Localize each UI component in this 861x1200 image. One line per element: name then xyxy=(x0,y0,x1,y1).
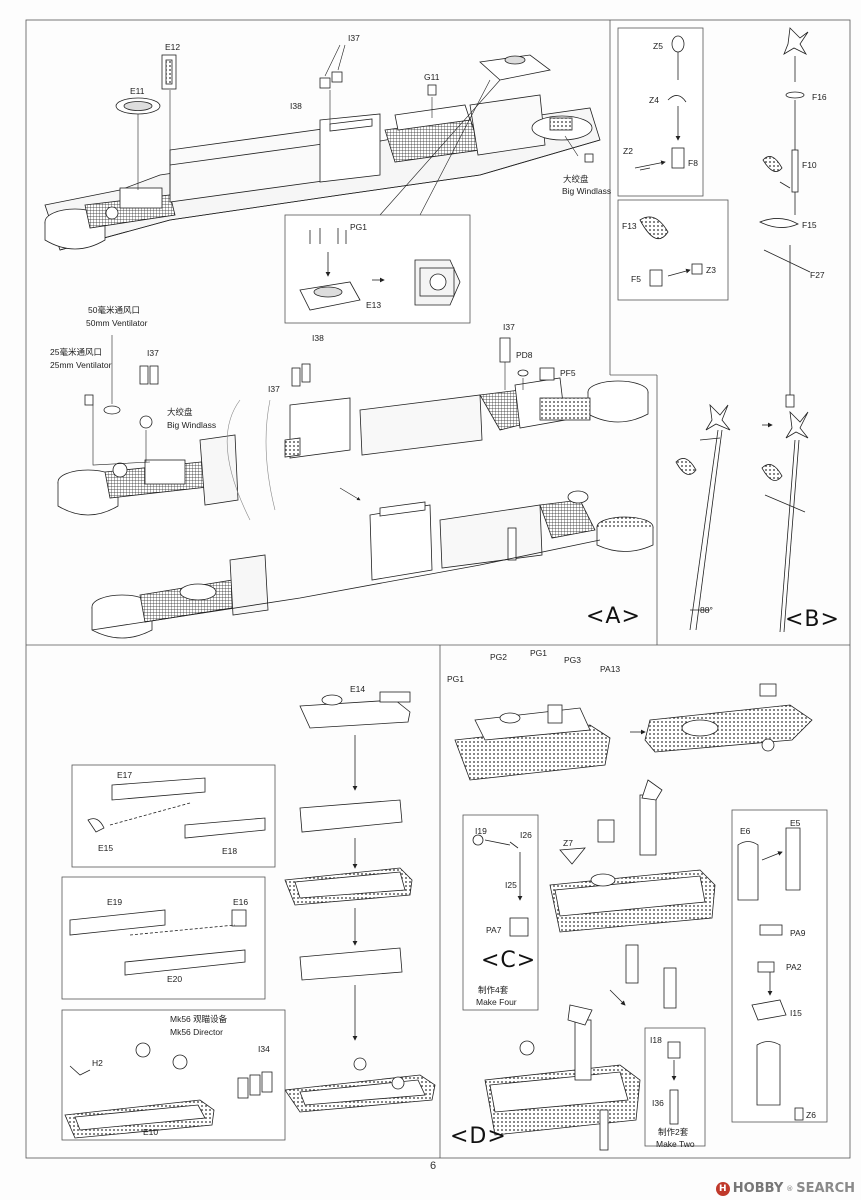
label-i15: I15 xyxy=(790,1008,802,1018)
section-frames xyxy=(25,19,851,1159)
label-pd8: PD8 xyxy=(516,350,533,360)
label-e11: E11 xyxy=(130,86,145,96)
label-e6: E6 xyxy=(740,826,751,836)
label-z6: Z6 xyxy=(806,1110,816,1120)
label-vent50-cn: 50毫米通风口 xyxy=(88,305,140,315)
label-i25: I25 xyxy=(505,880,517,890)
mast-inset-bottom xyxy=(617,199,729,301)
logo-mark-icon: H xyxy=(715,1181,730,1196)
label-i34: I34 xyxy=(258,1044,270,1054)
e10-inset xyxy=(61,1009,286,1141)
label-pg1: PG1 xyxy=(350,222,368,232)
label-z7: Z7 xyxy=(563,838,573,848)
label-vent25-cn: 25毫米通风口 xyxy=(50,347,102,357)
final-assembly xyxy=(484,1004,641,1151)
hull-top xyxy=(44,54,601,251)
e-inset-right xyxy=(731,809,828,1123)
label-f5: F5 xyxy=(631,274,641,284)
label-i18: I18 xyxy=(650,1035,662,1045)
label-i37-mid: I37 xyxy=(147,348,159,358)
label-z2: Z2 xyxy=(623,146,633,156)
label-pf5: PF5 xyxy=(560,368,576,378)
label-vent50-en: 50mm Ventilator xyxy=(86,318,148,328)
label-e12: E12 xyxy=(165,42,181,52)
c-inset xyxy=(462,814,539,1011)
label-f8: F8 xyxy=(688,158,698,168)
main-superstructure xyxy=(549,779,716,1009)
label-pa7: PA7 xyxy=(486,925,502,935)
label-e19: E19 xyxy=(107,897,123,907)
label-pa2: PA2 xyxy=(786,962,802,972)
section-b-marker: <B> xyxy=(785,607,840,632)
mast-main xyxy=(759,27,811,408)
mast-inset-top xyxy=(617,27,704,197)
bridge-assembly xyxy=(284,691,436,1113)
make-four-cn: 制作4套 xyxy=(478,985,509,995)
section-a-marker: <A> xyxy=(586,604,641,629)
label-pg2: PG2 xyxy=(490,652,508,662)
hull-bottom xyxy=(91,490,654,639)
label-z4: Z4 xyxy=(649,95,659,105)
label-pg1-d2: PG1 xyxy=(530,648,548,658)
label-i37-left: I37 xyxy=(268,384,280,394)
label-h2: H2 xyxy=(92,1058,103,1068)
i18-inset xyxy=(644,1027,706,1147)
label-pa9: PA9 xyxy=(790,928,806,938)
section-d-marker: <D> xyxy=(450,1124,507,1149)
e19-e20-inset xyxy=(61,876,266,1000)
label-f16: F16 xyxy=(812,92,827,102)
label-e20: E20 xyxy=(167,974,183,984)
label-mk56-en: Mk56 Director xyxy=(170,1027,223,1037)
make-four-en: Make Four xyxy=(476,997,517,1007)
label-e5: E5 xyxy=(790,818,801,828)
e17-e18-inset xyxy=(71,764,276,868)
label-big-windlass-cn: 大绞盘 xyxy=(563,174,589,184)
label-pg3: PG3 xyxy=(564,655,582,665)
label-i38: I38 xyxy=(290,101,302,111)
label-f27: F27 xyxy=(810,270,825,280)
label-e18: E18 xyxy=(222,846,238,856)
make-two-cn: 制作2套 xyxy=(658,1127,689,1137)
label-i26: I26 xyxy=(520,830,532,840)
label-e17: E17 xyxy=(117,770,133,780)
label-i36: I36 xyxy=(652,1098,664,1108)
mast-final xyxy=(675,403,809,633)
label-e10: E10 xyxy=(143,1127,159,1137)
hull-mid xyxy=(57,337,649,516)
label-big-windlass-en: Big Windlass xyxy=(562,186,612,196)
label-i37-right: I37 xyxy=(503,322,515,332)
registered-icon: ® xyxy=(786,1184,794,1193)
page-number: 6 xyxy=(430,1160,437,1172)
logo-text-a: HOBBY xyxy=(732,1181,784,1196)
label-f10: F10 xyxy=(802,160,817,170)
make-two-en: Make Two xyxy=(656,1139,695,1149)
label-windlass-cn: 大绞盘 xyxy=(167,407,193,417)
superstructure-assembly xyxy=(454,683,813,781)
e13-inset xyxy=(284,214,471,324)
label-z5: Z5 xyxy=(653,41,663,51)
logo-text-b: SEARCH xyxy=(796,1181,855,1196)
label-mk56-cn: Mk56 观瞄设备 xyxy=(170,1014,228,1024)
label-i19: I19 xyxy=(475,826,487,836)
section-c-marker: <C> xyxy=(481,948,537,973)
label-e14: E14 xyxy=(350,684,366,694)
label-i37: I37 xyxy=(348,33,360,43)
label-g11: G11 xyxy=(424,72,440,82)
label-f13: F13 xyxy=(622,221,637,231)
hobby-search-logo: H HOBBY® SEARCH xyxy=(715,1181,855,1196)
label-f15: F15 xyxy=(802,220,817,230)
label-e16: E16 xyxy=(233,897,249,907)
label-e15: E15 xyxy=(98,843,114,853)
label-pa13: PA13 xyxy=(600,664,621,674)
label-e13: E13 xyxy=(366,300,382,310)
label-angle: 88° xyxy=(700,605,713,615)
label-pg1-d: PG1 xyxy=(447,674,465,684)
label-windlass-en: Big Windlass xyxy=(167,420,217,430)
label-z3: Z3 xyxy=(706,265,716,275)
label-vent25-en: 25mm Ventilator xyxy=(50,360,112,370)
label-i38-mid: I38 xyxy=(312,333,324,343)
